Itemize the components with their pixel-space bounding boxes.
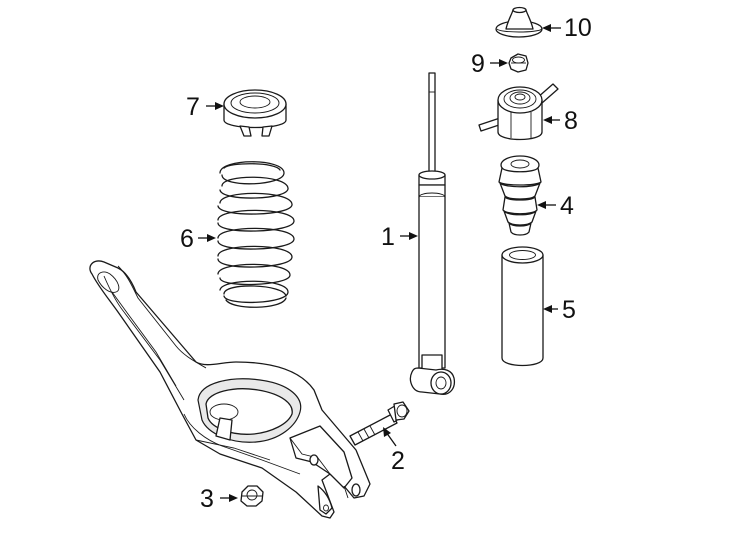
- callout-4: 4: [560, 192, 574, 220]
- part-3-nut: [240, 485, 264, 507]
- callout-labels: 10 9 8 4 5 1 7 6 3 2: [180, 14, 592, 513]
- part-9-nut: [508, 53, 529, 73]
- callout-7: 7: [186, 93, 200, 121]
- part-6-coil-spring: [217, 161, 295, 308]
- callout-8: 8: [564, 107, 578, 135]
- part-2-bolt: [349, 401, 410, 446]
- callout-6: 6: [180, 225, 194, 253]
- part-4-bump-stop: [498, 155, 542, 236]
- part-8-upper-mount: [478, 83, 559, 141]
- part-5-dust-boot: [501, 246, 544, 367]
- callout-arrows: [198, 24, 561, 502]
- part-7-spring-seat: [223, 89, 287, 137]
- callout-3: 3: [200, 485, 214, 513]
- callout-10: 10: [564, 14, 592, 42]
- callout-2: 2: [391, 447, 405, 475]
- callout-1: 1: [381, 223, 395, 251]
- lower-control-arm: [89, 260, 371, 519]
- part-1-shock-absorber: [409, 72, 456, 395]
- callout-9: 9: [471, 50, 485, 78]
- part-10-mount-cap: [495, 6, 543, 38]
- callout-5: 5: [562, 296, 576, 324]
